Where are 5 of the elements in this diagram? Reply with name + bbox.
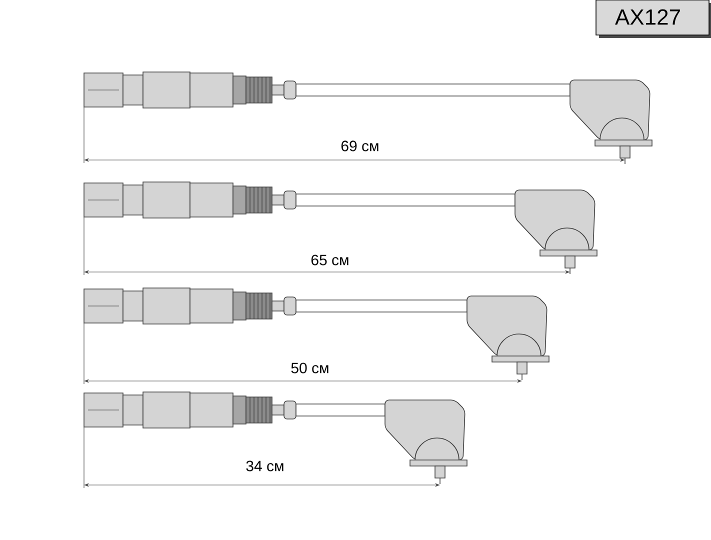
dimension-label: 50 см	[291, 362, 328, 374]
dimension-label: 65 см	[311, 254, 348, 266]
part-number-label: AX127	[596, 0, 711, 38]
dimension-label: 34 см	[246, 460, 284, 472]
dimension-label: 69 см	[341, 140, 378, 152]
